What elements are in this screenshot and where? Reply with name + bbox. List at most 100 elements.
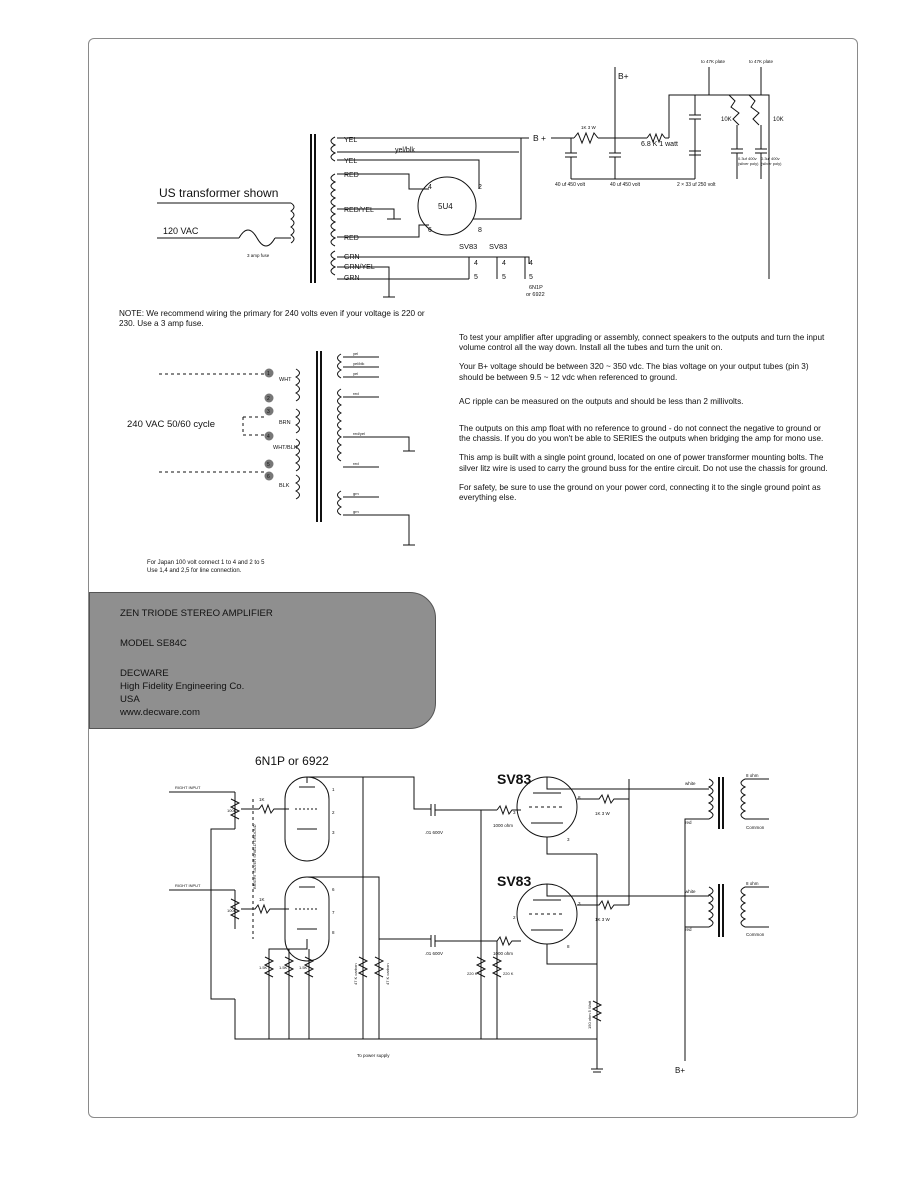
power-supply-schematic: B+ B + 1K 3 W 6.8 K 1 watt 40 uf 450 vol… (157, 59, 784, 298)
badge-country: USA (120, 694, 140, 705)
screen-r-1-label: 1K 3 W (595, 811, 611, 816)
cathode-set-1: 1.5K (279, 965, 288, 970)
instruction-4: The outputs on this amp float with no re… (459, 424, 824, 444)
coupling-cap-2-label: .01 600V (425, 951, 443, 956)
schematic-drawing: B+ B + 1K 3 W 6.8 K 1 watt 40 uf 450 vol… (127, 59, 784, 1075)
wire-wht-blk: WHT/BLK (273, 445, 298, 451)
sec-label-6: grn (353, 491, 359, 496)
sec-label-2: yel (353, 371, 358, 376)
japan-note-line-2: Use 1,4 and 2,5 for line connection. (147, 568, 242, 574)
out2-pin-8: 8 (567, 944, 570, 949)
wire-wht: WHT (279, 377, 292, 383)
badge-title: ZEN TRIODE STEREO AMPLIFIER (120, 608, 273, 619)
b-plus-label: B+ (618, 71, 629, 81)
pot-2-label: 100K (227, 908, 237, 913)
heater-tube-1-label: SV83 (459, 242, 477, 251)
bleeder-cap-right-label-2: (silver poly) (761, 161, 782, 166)
driver-tube-label-2: or 6922 (526, 292, 545, 298)
output-tube-2-title: SV83 (497, 873, 531, 889)
plate-r-1-label: 47 K carbon (353, 963, 358, 985)
rect-pin-2: 2 (478, 184, 482, 191)
pot-1-label: 100K (227, 808, 237, 813)
driver-tube-label-1: 6N1P (529, 285, 543, 291)
wire-brn: BRN (279, 420, 291, 426)
schematic-sheet: B+ B + 1K 3 W 6.8 K 1 watt 40 uf 450 vol… (88, 38, 858, 1118)
out-common-2: Common (746, 932, 765, 937)
drv-pin-3: 3 (332, 830, 335, 835)
out-red-1: red (685, 820, 692, 825)
shield-note: BRIGHT SILVER SHIELD GROUND (252, 824, 257, 889)
drv-pin-8: 8 (332, 930, 335, 935)
drv-pin-6: 6 (332, 887, 335, 892)
wire-blk: BLK (279, 483, 290, 489)
bleeder-cap-right-label: 0.3uf 400v (761, 156, 780, 161)
grid-leak-2-label: 220 K (503, 971, 514, 976)
coupling-cap-1-label: .01 600V (425, 830, 443, 835)
pot-right-label: 10K (773, 117, 784, 123)
cap-2-label: 40 uf 450 volt (610, 182, 641, 188)
rect-pin-4: 4 (428, 184, 432, 191)
japan-note-line-1: For Japan 100 volt connect 1 to 4 and 2 … (147, 560, 265, 566)
bleeder-cap-left-label-2: (silver poly) (738, 161, 759, 166)
output-tube-1-title: SV83 (497, 771, 531, 787)
cap-1-label: 40 uf 450 volt (555, 182, 586, 188)
wire-yel-1: YEL (344, 137, 357, 144)
terminal-3: 3 (267, 409, 270, 415)
to-power-supply-label: To power supply (357, 1053, 390, 1058)
badge-company-full: High Fidelity Engineering Co. (120, 681, 245, 692)
out1-pin-3: 3 (567, 837, 570, 842)
resistor-1-label: 1K 3 W (581, 125, 597, 130)
b-plus-node-label: B + (533, 133, 546, 143)
grid-stopper-1-label: 1000 ohm (493, 823, 513, 828)
grid-r-2-label: 1K (259, 897, 265, 902)
heater-pin-f: 5 (529, 274, 533, 281)
heater-pin-a: 4 (474, 260, 478, 267)
rect-pin-6: 6 (428, 227, 432, 234)
left-input-label: RIGHT INPUT (175, 785, 201, 790)
amplifier-schematic: 6N1P or 6922 SV83 SV83 RIGHT INPUT RIGHT… (169, 754, 769, 1075)
rect-pin-8: 8 (478, 227, 482, 234)
b-plus-output-label: B+ (675, 1066, 685, 1075)
cathode-set-2: 1.5K (299, 965, 308, 970)
drv-pin-2: 2 (332, 810, 335, 815)
instruction-6: For safety, be sure to use the ground on… (459, 482, 821, 503)
wire-red-1: RED (344, 172, 359, 179)
plate-label-2: to 47K plate (749, 59, 774, 64)
terminal-5: 5 (267, 462, 270, 468)
driver-tube-title: 6N1P or 6922 (255, 754, 329, 768)
sec-label-0: yel (353, 351, 358, 356)
grid-stopper-2-label: 1000 ohm (493, 951, 513, 956)
instruction-3: AC ripple can be measured on the outputs… (459, 396, 744, 406)
out1-pin-3b: 3 (513, 810, 516, 815)
sec-label-4: red/yel (353, 431, 365, 436)
grid-leak-1-label: 220 K (467, 971, 478, 976)
wire-red-yel: RED/YEL (344, 207, 374, 214)
rectifier-tube-label: 5U4 (438, 202, 453, 211)
right-input-label: RIGHT INPUT (175, 883, 201, 888)
badge-website: www.decware.com (120, 707, 200, 718)
terminal-2: 2 (267, 396, 270, 402)
pot-left-label: 10K (721, 117, 732, 123)
out-ohm-2: 8 ohm (746, 881, 759, 886)
wire-yel-blk: yel/blk (395, 147, 415, 154)
cathode-r-label: 150 ohm 5 Watt (587, 1000, 592, 1029)
sec-label-3: red (353, 391, 359, 396)
sec-label-5: red (353, 461, 359, 466)
sec-label-7: grn (353, 509, 359, 514)
heater-pin-d: 5 (474, 274, 478, 281)
wire-yel-2: YEL (344, 158, 357, 165)
wire-red-2: RED (344, 235, 359, 242)
instruction-1: To test your amplifier after upgrading o… (459, 333, 825, 353)
heater-pin-b: 4 (502, 260, 506, 267)
instructions-block: To test your amplifier after upgrading o… (459, 333, 829, 512)
primary-240-label: 240 VAC 50/60 cycle (127, 419, 215, 430)
heater-pin-c: 4 (529, 260, 533, 267)
cap-3-label: 2 × 33 uf 250 volt (677, 182, 716, 188)
out2-pin-2: 2 (513, 915, 516, 920)
drv-pin-1: 1 (332, 787, 335, 792)
out2-pin-3: 3 (578, 901, 581, 906)
bleeder-cap-left-label: 0.3uf 400v (738, 156, 757, 161)
terminal-1: 1 (267, 371, 270, 377)
instruction-5: This amp is built with a single point gr… (459, 453, 828, 473)
japan-note: For Japan 100 volt connect 1 to 4 and 2 … (147, 559, 407, 575)
